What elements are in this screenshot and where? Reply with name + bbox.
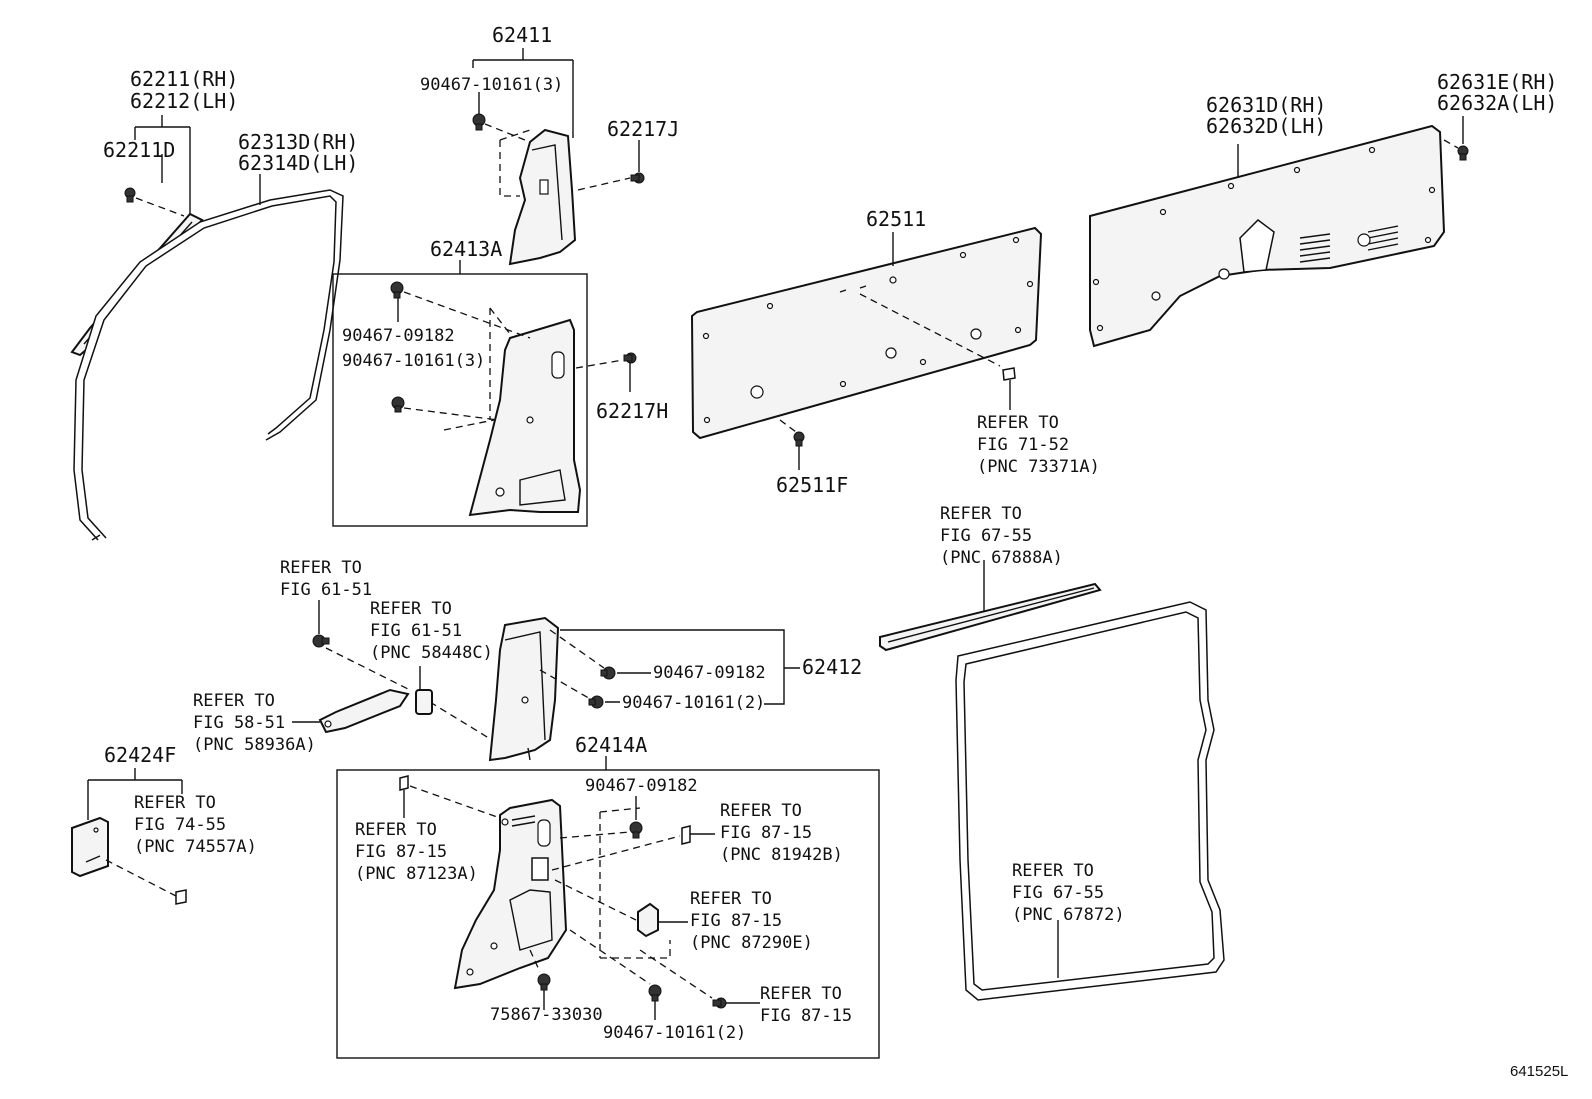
label-62511: 62511 [866, 207, 926, 231]
part-73371a [1002, 367, 1016, 381]
clip-90467-09182-b [600, 666, 616, 680]
refer-clip-87-15 [712, 997, 727, 1009]
label-62631d: 62631D(RH) [1206, 93, 1326, 117]
quarter-trim-panel-62511 [690, 226, 1043, 440]
label-62424f: 62424F [104, 743, 176, 767]
refer-fig-67-55-pnc-67888a: REFER TO FIG 67-55 (PNC 67888A) [940, 504, 1063, 568]
label-90467-10161-2-b: 90467-10161(2) [603, 1023, 746, 1043]
label-62314d: 62314D(LH) [238, 151, 358, 175]
label-62217j: 62217J [607, 117, 679, 141]
refer-fig-67-55-pnc-67872: REFER TO FIG 67-55 (PNC 67872) [1012, 861, 1125, 925]
refer-fig-87-15-pnc-87290e: REFER TO FIG 87-15 (PNC 87290E) [690, 889, 813, 953]
label-90467-10161-3-mid: 90467-10161(3) [342, 351, 485, 371]
diagram-code: 641525L [1510, 1063, 1568, 1080]
label-62217h: 62217H [596, 399, 668, 423]
center-pillar-garnish-62412 [488, 616, 560, 762]
refer-fig-61-51-top: REFER TO FIG 61-51 [280, 558, 372, 600]
part-58448c [415, 689, 433, 715]
refer-fig-61-51-pnc: REFER TO FIG 61-51 (PNC 58448C) [370, 599, 493, 663]
clip-90467-09182-c [629, 821, 643, 839]
door-opening-weatherstrip [73, 189, 344, 541]
vent-grille [1299, 225, 1399, 263]
clip-62511f [793, 431, 805, 447]
clip-90467-10161-2-a [588, 695, 604, 709]
door-belt-weatherstrip-67888a [879, 582, 1102, 652]
clip-62217h [623, 352, 637, 364]
label-90467-10161-2-a: 90467-10161(2) [622, 693, 765, 713]
quarter-pillar-lower-garnish-62414a [453, 798, 568, 990]
refer-fig-58-51: REFER TO FIG 58-51 (PNC 58936A) [193, 691, 316, 755]
label-90467-10161-3-top: 90467-10161(3) [420, 75, 563, 95]
rear-side-trim-panel-62631d [1089, 124, 1446, 348]
label-90467-09182-b: 90467-09182 [653, 663, 766, 683]
label-62412: 62412 [802, 655, 862, 679]
label-62212: 62212(LH) [130, 89, 238, 113]
clip-62411 [472, 113, 486, 131]
label-62511f: 62511F [776, 473, 848, 497]
center-pillar-lower-garnish [468, 318, 582, 517]
door-opening-weatherstrip-67872 [955, 601, 1225, 1001]
refer-clip-61-51 [312, 634, 330, 648]
label-90467-09182-c: 90467-09182 [585, 776, 698, 796]
refer-fig-71-52: REFER TO FIG 71-52 (PNC 73371A) [977, 413, 1100, 477]
clip-90467-10161-2-b [648, 984, 662, 1002]
label-62211: 62211(RH) [130, 67, 238, 91]
box-62414a [336, 769, 880, 1059]
part-62424f [71, 816, 109, 878]
part-58936a-handle [318, 688, 410, 734]
part-74557a [175, 889, 187, 905]
clip-75867-33030 [537, 973, 551, 991]
upper-pillar-garnish-62411 [508, 128, 577, 266]
part-87123a [399, 775, 409, 791]
part-81942b [681, 825, 691, 845]
refer-fig-74-55: REFER TO FIG 74-55 (PNC 74557A) [134, 793, 257, 857]
clip-90467-10161-3-mid [391, 396, 405, 413]
label-62313d: 62313D(RH) [238, 130, 358, 154]
label-62413a: 62413A [430, 237, 502, 261]
label-62211d: 62211D [103, 138, 175, 162]
label-62632d: 62632D(LH) [1206, 114, 1326, 138]
label-62414a: 62414A [575, 733, 647, 757]
part-87290e [637, 902, 659, 938]
refer-fig-87-15: REFER TO FIG 87-15 [760, 984, 852, 1026]
label-62632a: 62632A(LH) [1437, 91, 1557, 115]
label-62411: 62411 [492, 23, 552, 47]
clip-62217j [630, 172, 645, 184]
refer-fig-87-15-pnc-81942b: REFER TO FIG 87-15 (PNC 81942B) [720, 801, 843, 865]
refer-fig-87-15-pnc-87123a: REFER TO FIG 87-15 (PNC 87123A) [355, 820, 478, 884]
label-62631e: 62631E(RH) [1437, 70, 1557, 94]
label-90467-09182-a: 90467-09182 [342, 326, 455, 346]
clip-62631e [1457, 145, 1469, 161]
label-75867-33030: 75867-33030 [490, 1005, 603, 1025]
clip-90467-09182-a [390, 281, 404, 299]
clip-62211d [124, 187, 136, 203]
